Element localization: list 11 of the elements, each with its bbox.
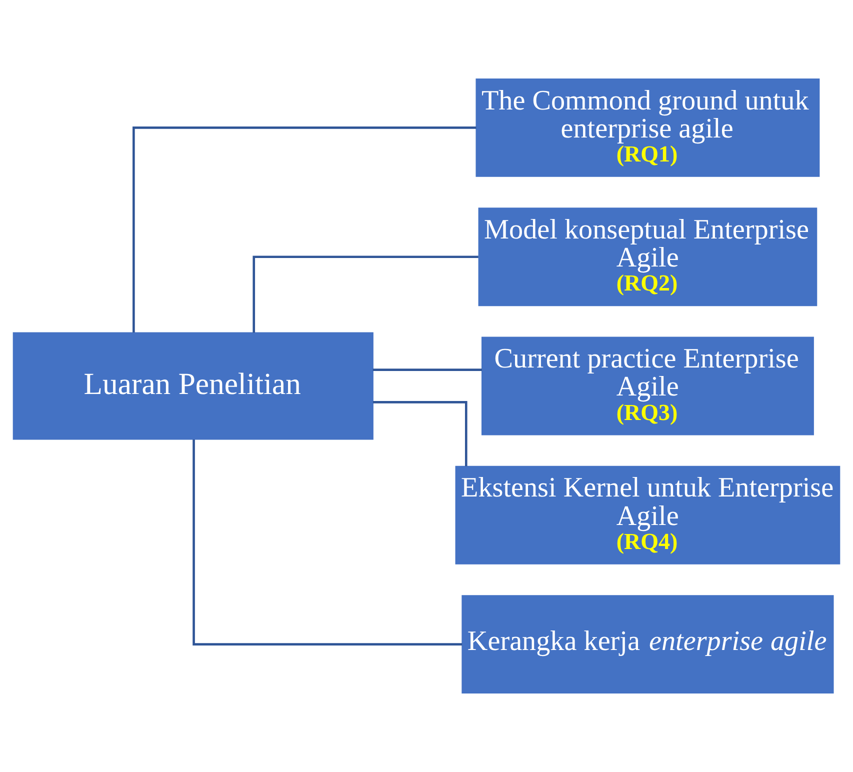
connector (252, 256, 478, 333)
node-box: Model konseptual Enterprise Agile (RQ2) (478, 208, 818, 306)
connector (192, 440, 462, 646)
node-box: Kerangka kerja enterprise agile (462, 595, 834, 694)
node-box: Luaran Penelitian (12, 332, 374, 440)
connector (132, 126, 476, 332)
node-box: The Commond ground untuk enterprise agile (RQ1) (476, 78, 820, 177)
node-box: Ekstensi Kernel untuk Enterprise Agile (RQ4) (455, 466, 840, 564)
connector (372, 368, 482, 371)
connector (372, 401, 468, 466)
node-box: Current practice Enterprise Agile (RQ3) (481, 336, 814, 436)
